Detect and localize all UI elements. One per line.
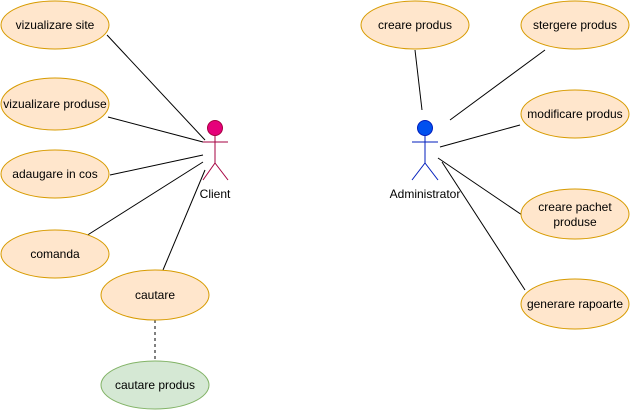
use-case-adaugare-in-cos[interactable]: adaugare in cos [0, 149, 110, 199]
use-case-label: comanda [30, 247, 80, 261]
assoc-client-adaugare-in-cos [109, 154, 204, 176]
assoc-client-vizualizare-site [106, 34, 206, 141]
assoc-admin-stergere-produs [449, 49, 546, 121]
use-case-label: vizualizare produse [3, 97, 107, 111]
assoc-client-vizualizare-produse [107, 116, 204, 143]
client-head [207, 120, 223, 136]
use-case-label: generare rapoarte [527, 297, 623, 311]
use-case-vizualizare-produse[interactable]: vizualizare produse [0, 77, 110, 131]
assoc-admin-creare-pachet-produse [437, 157, 523, 216]
use-case-stergere-produs[interactable]: stergere produs [520, 0, 630, 50]
administrator-associations [414, 49, 546, 291]
client-left-leg [202, 162, 216, 181]
use-case-label: vizualizare site [16, 18, 95, 32]
use-case-comanda[interactable]: comanda [0, 229, 110, 279]
client-actor[interactable]: Client [200, 120, 231, 202]
assoc-admin-generare-rapoarte [441, 161, 526, 291]
use-case-cautare-produs[interactable]: cautare produs [100, 360, 210, 410]
use-case-cautare[interactable]: cautare [100, 269, 210, 321]
administrator-left-leg [411, 162, 426, 181]
administrator-actor[interactable]: Administrator [390, 120, 461, 202]
client-label: Client [200, 187, 231, 201]
assoc-admin-modificare-produs [439, 124, 521, 148]
use-case-label: creare produs [378, 18, 452, 32]
use-case-vizualizare-site[interactable]: vizualizare site [0, 0, 110, 50]
client-right-leg [214, 162, 229, 181]
use-case-label: cautare produs [115, 378, 195, 392]
use-case-modificare-produs[interactable]: modificare produs [520, 89, 630, 139]
use-case-generare-rapoarte[interactable]: generare rapoarte [520, 278, 630, 330]
use-case-label: cautare [135, 288, 175, 302]
use-case-label: modificare produs [527, 107, 622, 121]
client-associations [85, 34, 206, 271]
use-case-label: stergere produs [533, 18, 617, 32]
assoc-admin-creare-produs [414, 49, 423, 111]
administrator-head [417, 120, 433, 136]
use-case-creare-pachet-produse[interactable]: creare pachet produse [520, 188, 630, 240]
use-case-label-line-2: produse [553, 215, 597, 229]
administrator-right-leg [424, 162, 439, 181]
use-case-creare-produs[interactable]: creare produs [360, 0, 470, 50]
use-case-label-line-1: creare pachet [538, 200, 612, 214]
use-case-label: adaugare in cos [12, 167, 97, 181]
assoc-client-cautare [162, 169, 206, 271]
administrator-label: Administrator [390, 187, 461, 201]
assoc-client-comanda [85, 161, 204, 237]
